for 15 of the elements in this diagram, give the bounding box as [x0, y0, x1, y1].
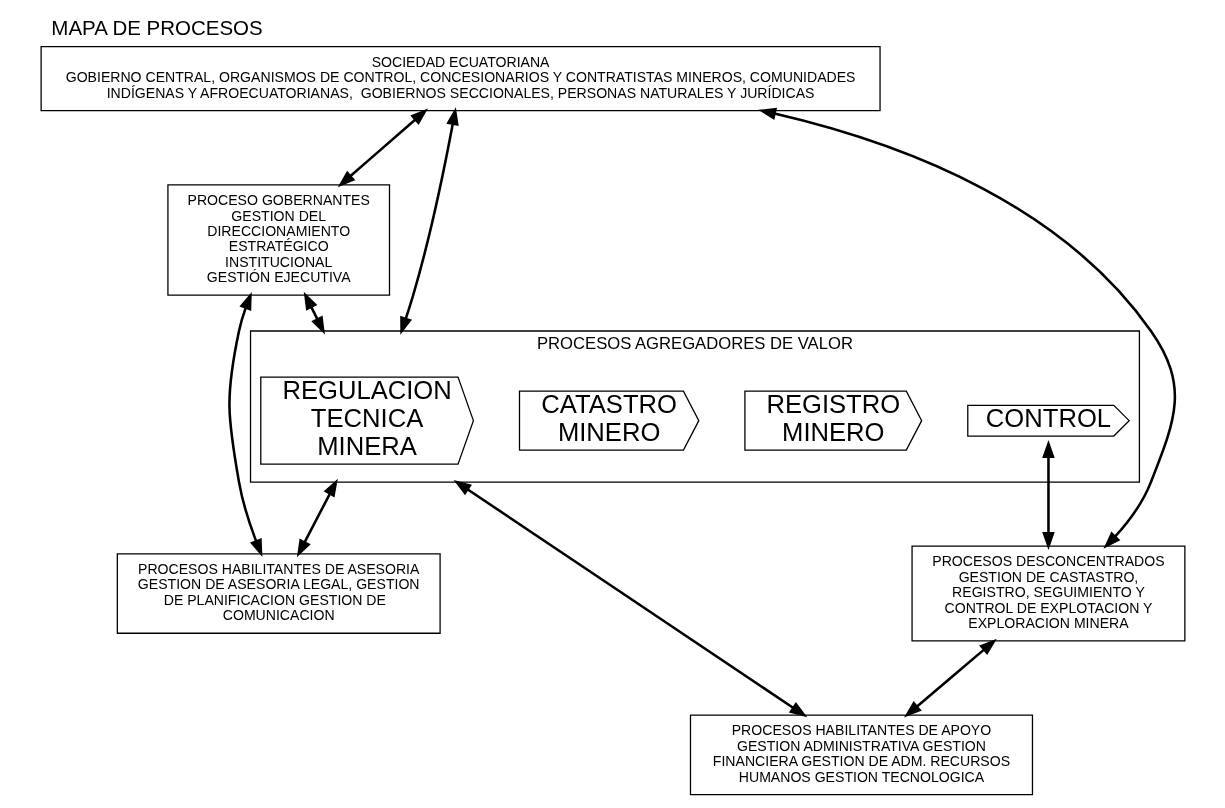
arrow	[453, 479, 807, 718]
arrow	[337, 108, 428, 188]
node-box: PROCESO GOBERNANTES GESTION DEL DIRECCIONAMIENTO ESTRATÉGICO INSTITUCIONAL GESTIÓN EJECUTIVA	[166, 184, 390, 296]
arrow	[296, 478, 338, 558]
arrow	[303, 291, 325, 335]
arrow	[903, 638, 997, 718]
node-box: PROCESOS HABILITANTES DE ASESORIA GESTION DE ASESORIA LEGAL, GESTION DE PLANIFICACION GESTION DE COMUNICACION	[116, 553, 441, 634]
arrow	[757, 107, 1176, 549]
node-box: SOCIEDAD ECUATORIANA GOBIERNO CENTRAL, ORGANISMOS DE CONTROL, CONCESIONARIOS Y CONTRATISTAS MINEROS, COMUNIDADES INDÍGENAS Y AFROECUATORIANAS, GOBIERNOS SECCIONALES, PERSONAS NATURALES Y JURÍDICAS	[40, 46, 881, 112]
node-box: PROCESOS HABILITANTES DE APOYO GESTION ADMINISTRATIVA GESTION FINANCIERA GESTION DE ADM. RECURSOS HUMANOS GESTION TECNOLOGICA	[689, 714, 1033, 796]
diagram-title: MAPA DE PROCESOS	[50, 15, 263, 39]
node-box: PROCESOS DESCONCENTRADOS GESTION DE CASTASTRO, REGISTRO, SEGUIMIENTO Y CONTROL DE EXPLOTACION Y EXPLORACION MINERA	[910, 545, 1186, 642]
arrow	[1041, 440, 1055, 550]
arrow	[399, 107, 459, 335]
arrow	[227, 292, 262, 558]
